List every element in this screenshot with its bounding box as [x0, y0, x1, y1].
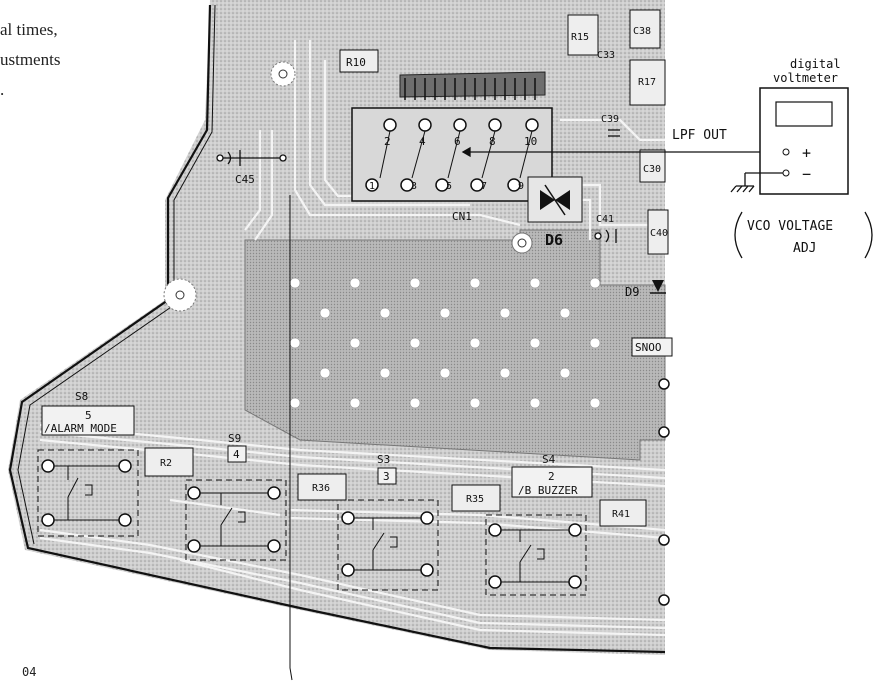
switch-s3 [337, 467, 439, 591]
lpf-out-label: LPF OUT [672, 128, 727, 143]
s8-name: /ALARM MODE [44, 422, 117, 435]
s9-number: 4 [233, 448, 240, 461]
s3-label: S3 [377, 453, 390, 466]
pin-label-4: 4 [419, 135, 426, 148]
page-number: 04 [22, 665, 37, 679]
r2-label: R2 [160, 458, 172, 469]
s8-label: S8 [75, 390, 88, 403]
pin-label-5: 5 [446, 181, 452, 192]
meter-plus-label: + [802, 144, 811, 162]
meter-title-line-1: digital [790, 57, 841, 71]
capacitor-c45 [216, 150, 287, 166]
mounting-hole-d6 [511, 232, 533, 254]
capacitor-c41 [594, 229, 617, 243]
meter-title-line-2: voltmeter [773, 71, 838, 85]
r15-label: R15 [571, 32, 589, 43]
s4-name: /B BUZZER [518, 484, 578, 497]
c40-label: C40 [650, 228, 668, 239]
caption-paren-left [734, 211, 743, 259]
connector-cn1 [351, 107, 553, 202]
ground-symbol [730, 172, 783, 193]
resistor-r35 [451, 484, 501, 512]
capacitor-c39 [608, 129, 620, 137]
lpf-out-probe-wire [461, 146, 782, 158]
meter-caption-line-2: ADJ [793, 241, 816, 256]
capacitor-c38 [629, 9, 661, 49]
c33-label: C33 [597, 50, 615, 61]
s8-number: 5 [85, 409, 92, 422]
r10-label: R10 [346, 56, 366, 69]
r17-label: R17 [638, 77, 656, 88]
r41-label: R41 [612, 509, 630, 520]
pin-label-8: 8 [489, 135, 496, 148]
pin-label-3: 3 [411, 181, 417, 192]
guide-line [289, 195, 293, 681]
snooze-label-box [631, 337, 673, 357]
r36-label: R36 [312, 483, 330, 494]
s3-number: 3 [383, 470, 390, 483]
pin-label-1: 1 [369, 181, 375, 192]
led-d6 [527, 176, 583, 223]
s4-label: S4 [542, 453, 556, 466]
digital-voltmeter [759, 87, 849, 195]
cn1-label: CN1 [452, 210, 472, 223]
snooze-label: SNOO [635, 341, 662, 354]
pcb-traces [39, 40, 666, 637]
diode-d9 [650, 280, 666, 294]
body-text-line-1: al times, [0, 20, 58, 39]
mounting-hole-top [270, 61, 296, 87]
s4-number: 2 [548, 470, 555, 483]
switch-s8 [37, 405, 139, 537]
c39-label: C39 [601, 114, 619, 125]
c41-label: C41 [596, 214, 614, 225]
c38-label: C38 [633, 26, 651, 37]
connector-pins-bottom [365, 178, 521, 192]
body-text-line-3: . [0, 80, 5, 99]
meter-caption-line-1: VCO VOLTAGE [747, 219, 833, 234]
ground-holes [289, 277, 601, 409]
d9-label: D9 [625, 285, 639, 299]
body-text-line-2: ustments [0, 50, 61, 69]
pin-label-2: 2 [384, 135, 391, 148]
capacitor-c30 [639, 149, 666, 183]
pin-label-10: 10 [524, 135, 537, 148]
right-edge-pads [658, 378, 670, 606]
s9-label: S9 [228, 432, 241, 445]
ic-chip [399, 71, 546, 100]
resistor-r41 [599, 499, 647, 527]
resistor-r10 [339, 49, 379, 73]
c45-label: C45 [235, 173, 255, 186]
resistor-r15 [567, 14, 599, 56]
d6-label: D6 [545, 231, 563, 249]
resistor-r17 [629, 59, 666, 106]
pin-label-7: 7 [481, 181, 487, 192]
resistor-r2 [144, 447, 194, 477]
c30-label: C30 [643, 164, 661, 175]
resistor-r36 [297, 473, 347, 501]
r35-label: R35 [466, 494, 484, 505]
caption-paren-right [864, 211, 873, 259]
meter-minus-label: − [802, 165, 811, 183]
pin-label-9: 9 [518, 181, 524, 192]
switch-s4 [485, 466, 593, 596]
capacitor-c40 [647, 209, 669, 255]
mounting-hole-left [163, 278, 197, 312]
switch-s9 [185, 445, 287, 561]
board-edge [8, 4, 666, 654]
pin-label-6: 6 [454, 135, 461, 148]
